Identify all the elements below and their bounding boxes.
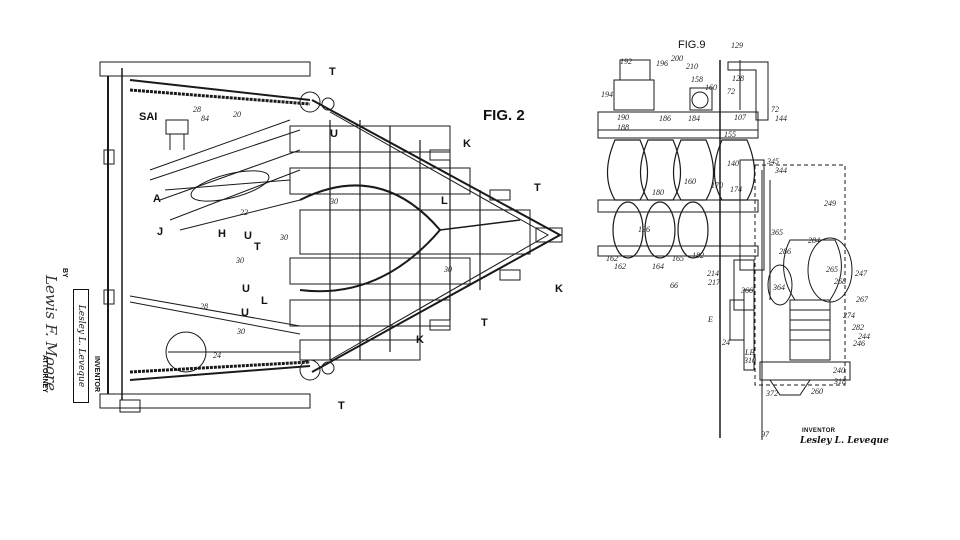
ref9-E: E — [708, 315, 713, 324]
ref9-244: 244 — [858, 332, 870, 341]
label-T-right: T — [534, 182, 541, 194]
ref9-188: 188 — [617, 123, 629, 132]
ref9-162b: 162 — [614, 262, 626, 271]
ref9-72b: 72 — [771, 105, 779, 114]
ref9-286: 286 — [779, 247, 791, 256]
ref9-24: 24 — [722, 338, 730, 347]
ref9-267: 267 — [856, 295, 868, 304]
ref-28-top: 28 — [193, 105, 201, 114]
label-U-low: U — [242, 283, 250, 295]
ref9-344: 344 — [775, 166, 787, 175]
ref-30-e: 30 — [237, 327, 245, 336]
ref9-268: 268 — [834, 277, 846, 286]
label-A: A — [153, 193, 161, 205]
ref9-282: 282 — [852, 323, 864, 332]
ref9-345: 345 — [767, 157, 779, 166]
ref9-284: 284 — [808, 236, 820, 245]
ref9-174: 174 — [730, 185, 742, 194]
ref9-66: 66 — [670, 281, 678, 290]
label-T-top: T — [329, 66, 336, 78]
label-K-bottom: K — [416, 334, 424, 346]
ref9-200: 200 — [671, 54, 683, 63]
ref9-247: 247 — [855, 269, 867, 278]
ref9-160b: 160 — [684, 177, 696, 186]
ref9-274: 274 — [843, 311, 855, 320]
ref9-97: 97 — [761, 430, 769, 439]
ref9-310: 310 — [744, 356, 756, 365]
ref9-129: 129 — [731, 41, 743, 50]
ref9-372: 372 — [766, 389, 778, 398]
ref-30-a: 30 — [330, 197, 338, 206]
inventor-name: Lesley L. Leveque — [800, 436, 889, 446]
ref9-318: 318 — [834, 377, 846, 386]
ref9-160a: 160 — [705, 83, 717, 92]
ref9-LB: LB — [745, 348, 755, 357]
ref-28-low: 28 — [200, 302, 208, 311]
ref9-128: 128 — [732, 74, 744, 83]
fig2-title: FIG. 2 — [483, 107, 525, 124]
ref9-184: 184 — [688, 114, 700, 123]
ref9-155: 155 — [724, 130, 736, 139]
ref9-365: 365 — [771, 228, 783, 237]
ref9-107: 107 — [734, 113, 746, 122]
ref-30-b: 30 — [280, 233, 288, 242]
ref-30-c: 30 — [236, 256, 244, 265]
ref9-164: 164 — [652, 262, 664, 271]
label-T-mid: T — [254, 241, 261, 253]
ref9-210: 210 — [686, 62, 698, 71]
ref-22: 22 — [240, 208, 248, 217]
inventor-label: INVENTOR — [802, 428, 836, 434]
ref9-214: 214 — [707, 269, 719, 278]
ref9-192: 192 — [620, 57, 632, 66]
ref9-182: 182 — [692, 251, 704, 260]
ref9-165: 165 — [672, 254, 684, 263]
ref9-260: 260 — [811, 387, 823, 396]
label-U-mid: U — [244, 230, 252, 242]
ref9-72a: 72 — [727, 87, 735, 96]
ref9-186: 186 — [659, 114, 671, 123]
ref-24: 24 — [213, 351, 221, 360]
label-J: J — [157, 226, 164, 238]
label-L-low: L — [261, 295, 268, 307]
label-SAI: SAI — [139, 111, 158, 123]
label-H: H — [218, 228, 226, 240]
label-K-right: K — [555, 283, 563, 295]
ref9-170: 170 — [711, 181, 723, 190]
ref-30-d: 30 — [444, 265, 452, 274]
ref9-140: 140 — [727, 159, 739, 168]
ref9-180: 180 — [652, 188, 664, 197]
ref9-249: 249 — [824, 199, 836, 208]
ref9-246: 246 — [853, 339, 865, 348]
label-L-top: L — [441, 195, 448, 207]
ref9-265: 265 — [826, 265, 838, 274]
ref9-364: 364 — [773, 283, 785, 292]
ref9-144: 144 — [775, 114, 787, 123]
ref-20: 20 — [233, 110, 241, 119]
label-T-bottom: T — [338, 400, 345, 412]
inventor-name-box: Lesley L. Leveque — [73, 289, 89, 403]
ref9-158: 158 — [691, 75, 703, 84]
ref9-196: 196 — [656, 59, 668, 68]
label-U-top: U — [330, 128, 338, 140]
ref9-217: 217 — [708, 278, 720, 287]
ref9-366: 366 — [741, 286, 753, 295]
ref9-240: 240 — [833, 366, 845, 375]
label-K-top: K — [463, 138, 471, 150]
ref9-162a: 162 — [606, 254, 618, 263]
label-T-lowright: T — [481, 317, 488, 329]
fig9-title: FIG.9 — [678, 39, 706, 51]
ref9-194: 194 — [601, 90, 613, 99]
label-U-bottom: U — [241, 307, 249, 319]
ref9-190: 190 — [617, 113, 629, 122]
ref-84: 84 — [201, 114, 209, 123]
ref9-136: 136 — [638, 225, 650, 234]
